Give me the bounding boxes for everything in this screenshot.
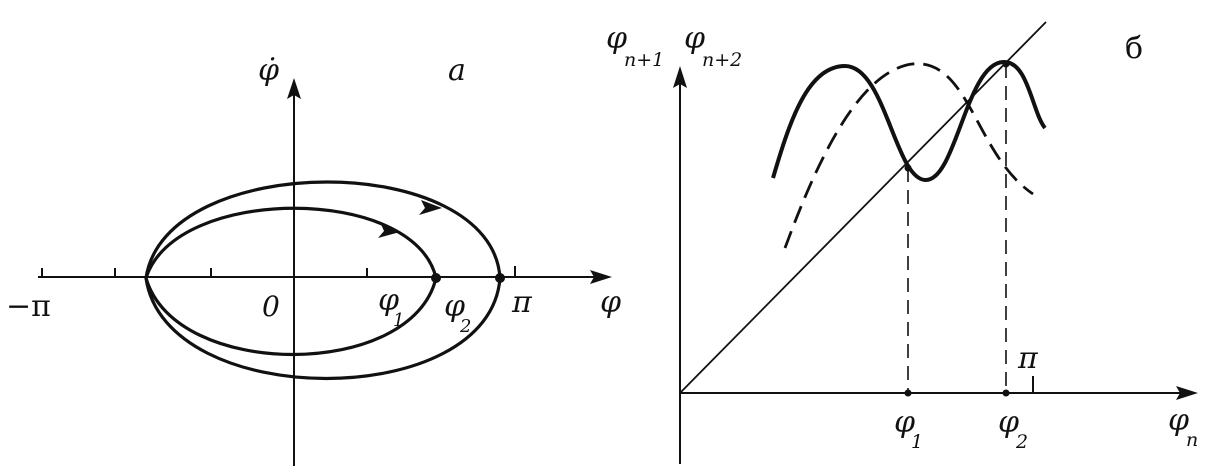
panel-b-y-label-1-sub: n+1 xyxy=(624,49,664,71)
panel-a-y-arrowhead-icon xyxy=(287,78,301,99)
panel-b-phi2-label: φ xyxy=(998,405,1019,440)
panel-b-diagonal-line xyxy=(679,21,1047,394)
panel-a-phi2-sub: 2 xyxy=(459,316,471,337)
panel-a-phi1-label: φ xyxy=(378,283,399,318)
panel-a-zero-label: 0 xyxy=(262,290,280,323)
panel-a-outer-arrow-icon xyxy=(419,200,442,215)
panel-b-x-axis-label-sub: n xyxy=(1186,429,1198,451)
panel-b-phi1-label: φ xyxy=(894,405,915,440)
panel-b-second-iterate-curve xyxy=(783,62,1034,249)
panel-a-pi-label: π xyxy=(511,285,533,320)
panel-b-axis-point-phi2 xyxy=(1002,389,1010,397)
panel-a-phi2-label: φ xyxy=(444,289,465,324)
panel-a-outer-orbit xyxy=(144,180,502,380)
panel-a-x-axis-label: φ xyxy=(600,285,621,320)
panel-b-tag: б xyxy=(1125,31,1143,66)
panel-b-y-arrowhead-icon xyxy=(673,66,687,88)
panel-a-point-phi2 xyxy=(495,273,505,283)
panel-a: a φ̇ φ −π 0 φ 1 φ 2 π xyxy=(6,53,621,466)
panel-a-phi1-sub: 1 xyxy=(393,310,404,331)
panel-a-inner-arrow-icon xyxy=(378,222,400,238)
panel-b-pi-label: π xyxy=(1017,341,1039,376)
panel-b-fixed-point-phi2 xyxy=(1002,60,1010,68)
panel-b-fixed-point-phi1 xyxy=(904,164,912,172)
panel-b-y-label-2-sub: n+2 xyxy=(702,49,742,71)
panel-a-y-axis-label: φ̇ xyxy=(258,53,279,88)
panel-a-point-phi1 xyxy=(431,273,441,283)
panel-b-phi2-sub: 2 xyxy=(1015,431,1028,453)
panel-b-y-label-2: φ xyxy=(684,21,705,56)
panel-b-x-arrowhead-icon xyxy=(1176,386,1198,400)
panel-b-axis-point-phi1 xyxy=(904,389,912,397)
panel-b: б φ n+1 φ n+2 φ n φ 1 φ 2 π xyxy=(606,21,1198,464)
panel-a-x-arrowhead-icon xyxy=(590,270,612,284)
panel-b-y-label-1: φ xyxy=(606,21,627,56)
panel-b-x-axis-label: φ xyxy=(1168,403,1189,438)
panel-a-tag: a xyxy=(448,53,466,88)
panel-b-phi1-sub: 1 xyxy=(911,431,923,453)
panel-b-first-iterate-curve xyxy=(771,60,1047,183)
panel-a-tick-neg-pi-label: −π xyxy=(6,289,51,324)
